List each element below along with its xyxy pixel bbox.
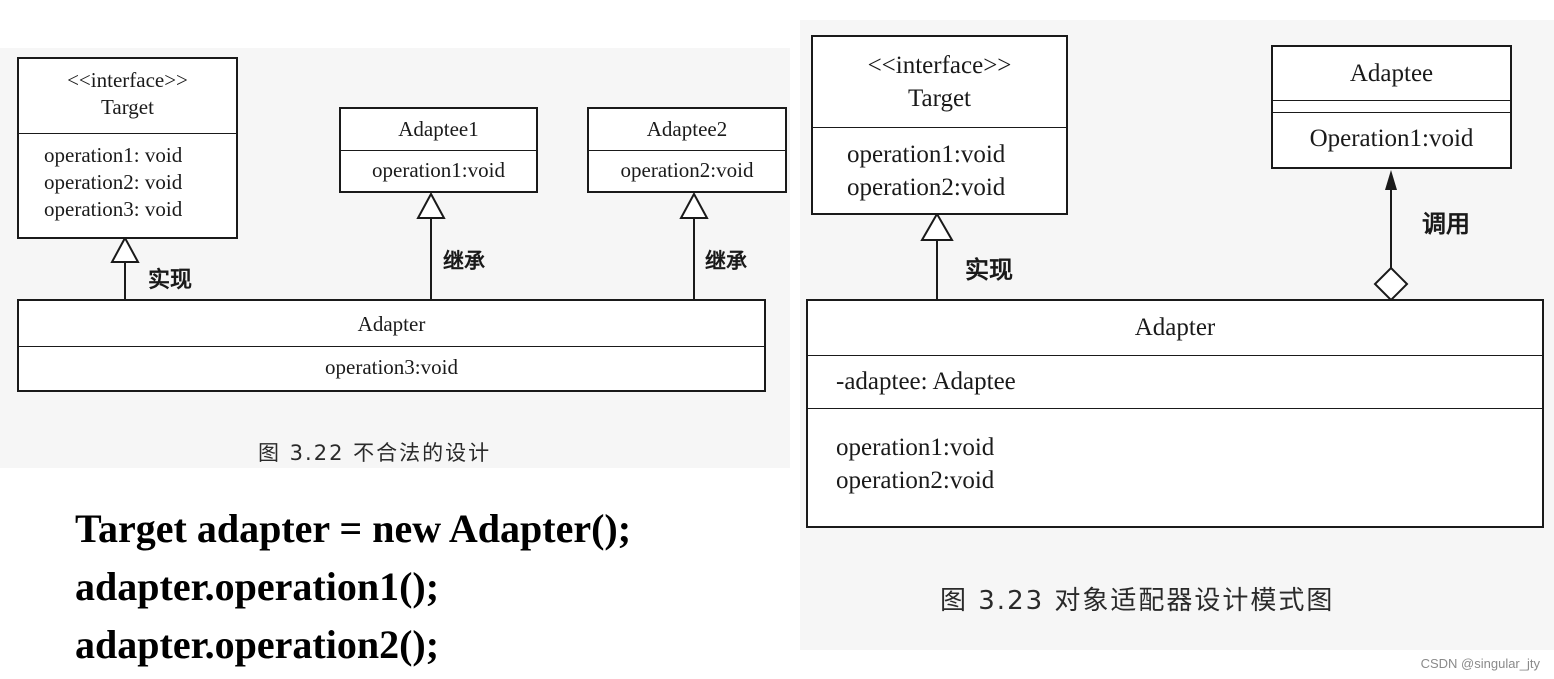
inherit-arrowhead-adaptee2 <box>679 191 709 219</box>
operation: operation3:void <box>325 355 458 379</box>
watermark: CSDN @singular_jty <box>1420 656 1540 671</box>
inherit-label-1: 继承 <box>443 249 485 273</box>
operation: operation2: void <box>44 170 183 194</box>
class-name: Adaptee2 <box>589 109 785 151</box>
figure-caption-3-22: 图 3.22 不合法的设计 <box>258 441 492 465</box>
figure-caption-3-23: 图 3.23 对象适配器设计模式图 <box>940 586 1335 616</box>
aggregation-diamond <box>1373 266 1409 302</box>
operation: operation1:void <box>836 434 995 461</box>
adapter-box-fig1: Adapter operation3:void <box>17 299 766 392</box>
stereotype-label: <<interface>> <box>67 68 188 92</box>
operation: operation2:void <box>620 158 754 182</box>
implement-label-fig2: 实现 <box>965 256 1013 284</box>
target-interface-box-fig2: <<interface>> Target operation1:void ope… <box>811 35 1068 215</box>
adaptee-box-fig2: Adaptee Operation1:void <box>1271 45 1512 169</box>
class-name: Target <box>101 95 154 119</box>
operation: operation2:void <box>847 174 1006 201</box>
realize-arrowhead-fig2 <box>920 211 954 241</box>
code-line: adapter.operation2(); <box>75 622 440 667</box>
class-name: Adapter <box>808 301 1542 356</box>
inherit-arrowhead-adaptee1 <box>416 191 446 219</box>
operation: operation2:void <box>836 467 995 494</box>
operation: operation1:void <box>372 158 505 182</box>
operation: Operation1:void <box>1309 125 1474 152</box>
attribute: -adaptee: Adaptee <box>808 356 1542 409</box>
call-arrowhead <box>1385 170 1397 190</box>
code-snippet: Target adapter = new Adapter(); adapter.… <box>75 500 631 674</box>
adaptee2-box: Adaptee2 operation2:void <box>587 107 787 193</box>
operation: operation3: void <box>44 197 183 221</box>
stereotype-label: <<interface>> <box>867 52 1012 79</box>
realize-arrowhead-fig1 <box>110 235 140 263</box>
code-line: adapter.operation1(); <box>75 564 440 609</box>
operation: operation1:void <box>847 141 1006 168</box>
adaptee1-box: Adaptee1 operation1:void <box>339 107 538 193</box>
inherit-label-2: 继承 <box>705 249 747 273</box>
empty-attributes-section <box>1273 101 1510 113</box>
class-name: Adapter <box>19 301 764 347</box>
class-name: Adaptee1 <box>341 109 536 151</box>
operation: operation1: void <box>44 143 183 167</box>
class-name: Adaptee <box>1273 47 1510 101</box>
class-name: Target <box>907 85 972 112</box>
call-label: 调用 <box>1422 210 1470 238</box>
adapter-box-fig2: Adapter -adaptee: Adaptee operation1:voi… <box>806 299 1544 528</box>
code-line: Target adapter = new Adapter(); <box>75 506 632 551</box>
target-interface-box-fig1: <<interface>> Target operation1: void op… <box>17 57 238 239</box>
implement-label-fig1: 实现 <box>148 268 193 293</box>
